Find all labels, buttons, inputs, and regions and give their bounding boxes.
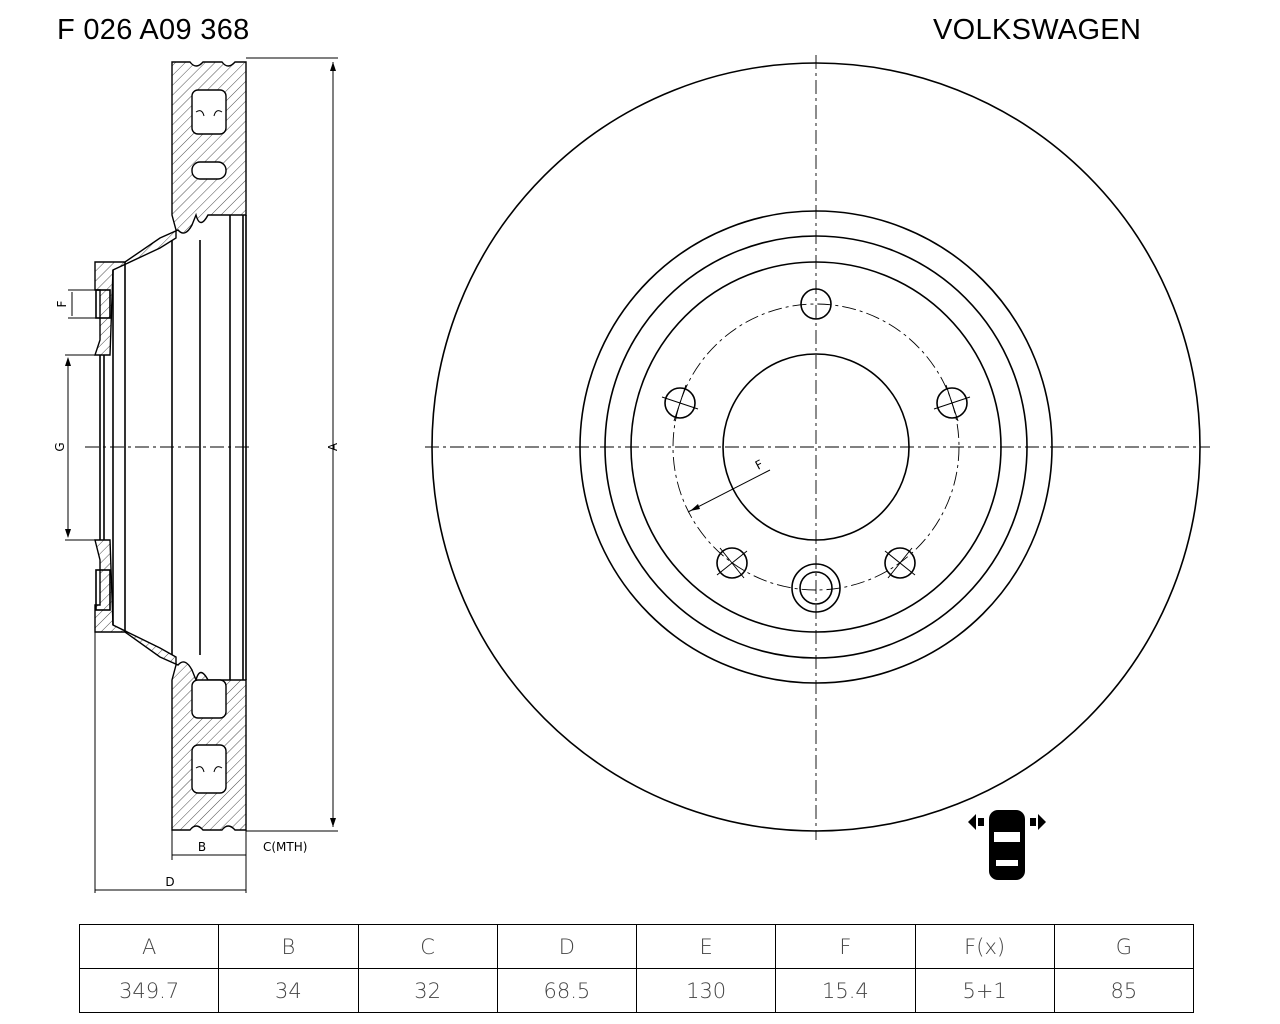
table-header-cell: E bbox=[635, 924, 777, 969]
table-header-cell: C bbox=[357, 924, 498, 969]
dim-label-f: F bbox=[55, 300, 69, 307]
vent-slot bbox=[191, 679, 227, 719]
dim-label-g: G bbox=[53, 442, 67, 451]
front-view: F bbox=[425, 55, 1210, 840]
table-cell: 32 bbox=[357, 968, 498, 1013]
dim-label-d: D bbox=[165, 875, 174, 889]
table-header-row: A B C D E F F(x) G bbox=[78, 924, 1195, 969]
vent-slot bbox=[191, 89, 227, 135]
table-cell: 15.4 bbox=[775, 968, 916, 1013]
bolt-holes bbox=[661, 288, 971, 613]
table-header-cell: F bbox=[775, 924, 916, 969]
bolt-circle bbox=[672, 303, 960, 591]
dim-label-b: B bbox=[198, 840, 206, 854]
brand-name: VOLKSWAGEN bbox=[933, 14, 1142, 46]
table-cell: 349.7 bbox=[78, 968, 220, 1013]
table-header-cell: D bbox=[496, 924, 638, 969]
dim-label-c: C(MTH) bbox=[263, 840, 307, 854]
part-number: F 026 A09 368 bbox=[57, 14, 250, 46]
dim-label-a: A bbox=[326, 442, 340, 451]
table-header-cell: A bbox=[78, 924, 220, 969]
section-view: A B C(MTH) D F G bbox=[53, 57, 340, 893]
technical-drawing: A B C(MTH) D F G bbox=[53, 55, 1210, 893]
table-header-cell: F(x) bbox=[914, 924, 1055, 969]
vent-slot bbox=[191, 161, 227, 180]
car-front-axle-icon bbox=[968, 810, 1046, 880]
table-cell: 130 bbox=[635, 968, 777, 1013]
dim-label-f-front: F bbox=[753, 457, 766, 473]
table-header-cell: B bbox=[218, 924, 359, 969]
table-header-cell: G bbox=[1053, 924, 1195, 969]
vent-slot bbox=[191, 744, 227, 794]
dimensions-table: A B C D E F F(x) G 349.7 34 32 68.5 130 … bbox=[78, 924, 1195, 1013]
table-cell: 85 bbox=[1053, 968, 1195, 1013]
table-row: 349.7 34 32 68.5 130 15.4 5+1 85 bbox=[78, 968, 1195, 1013]
table-cell: 5+1 bbox=[914, 968, 1055, 1013]
table-cell: 68.5 bbox=[496, 968, 638, 1013]
table-cell: 34 bbox=[218, 968, 359, 1013]
